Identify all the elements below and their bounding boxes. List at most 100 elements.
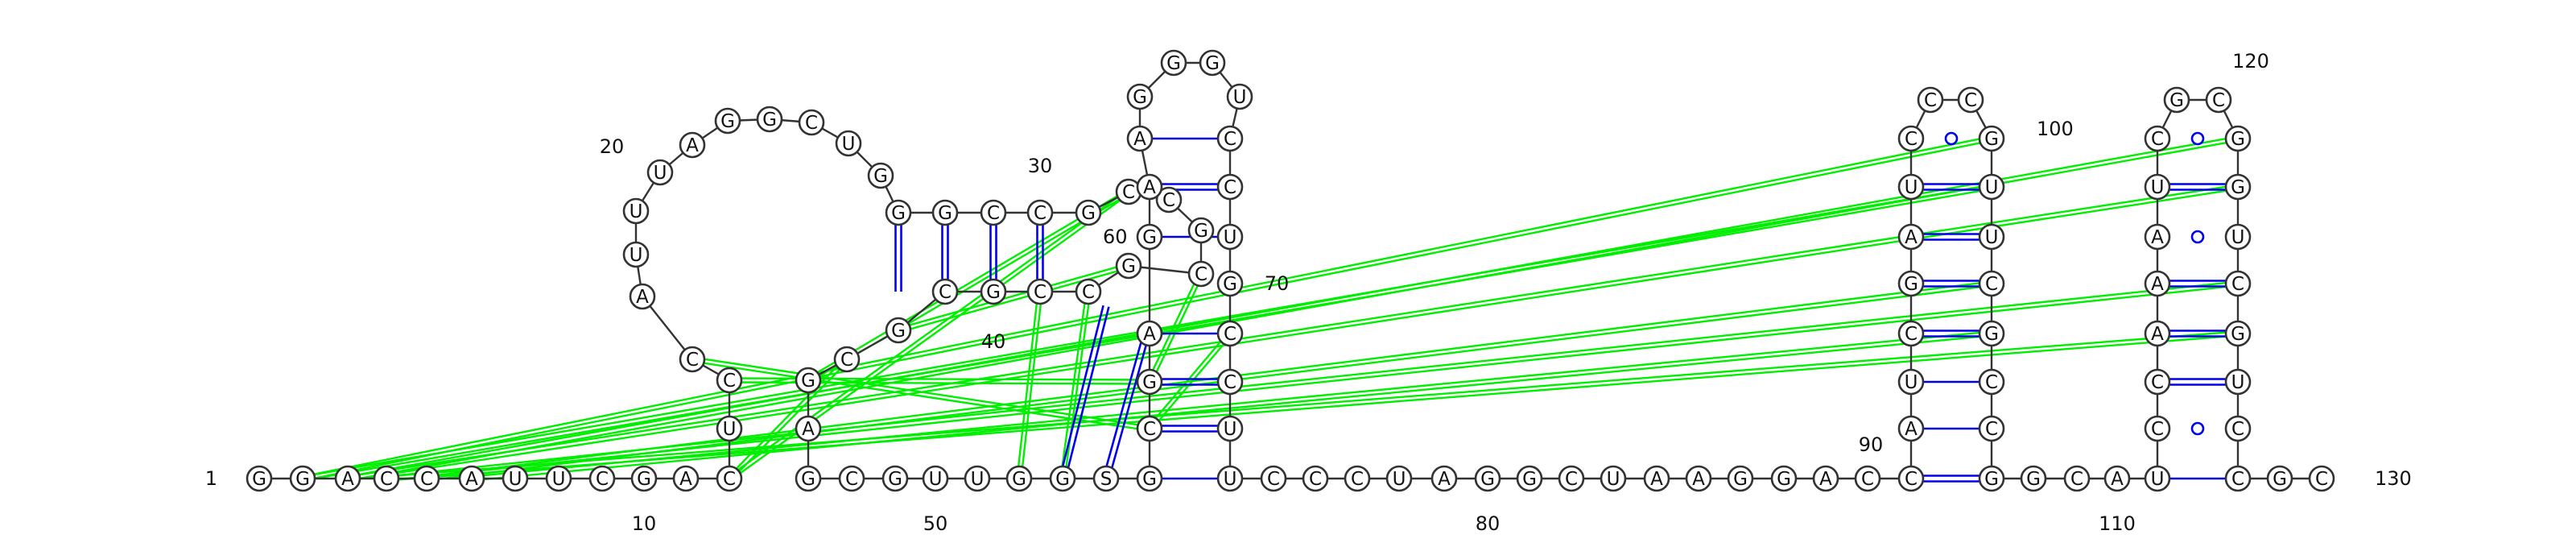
- nucleotide: C: [1075, 278, 1102, 305]
- nucleotide-letter: C: [1861, 469, 1874, 490]
- nucleotide-letter: U: [552, 469, 566, 490]
- nucleotide-circle: [980, 199, 1007, 226]
- nucleotide: G: [1978, 320, 2005, 347]
- nucleotide-letter: C: [1905, 324, 1918, 345]
- nucleotide-letter: G: [2169, 90, 2184, 111]
- nucleotide-letter: G: [1055, 469, 1070, 490]
- nucleotide-letter: G: [1012, 469, 1026, 490]
- tertiary-interaction-line: [386, 334, 2239, 482]
- nucleotide-circle: [1897, 465, 1925, 492]
- nucleotide-circle: [795, 415, 822, 442]
- nucleotide-letter: C: [1565, 469, 1578, 490]
- nucleotide-circle: [1026, 278, 1054, 305]
- tertiary-interaction-line: [472, 334, 1992, 482]
- nucleotide-circle: [1160, 49, 1187, 77]
- nucleotide-circle: [2224, 368, 2252, 396]
- nucleotide-letter: A: [2151, 274, 2164, 295]
- nucleotide-letter: C: [1162, 190, 1175, 211]
- nucleotide-letter: C: [420, 469, 433, 490]
- nucleotide: C: [2224, 465, 2252, 492]
- nucleotide: G: [1136, 368, 1163, 396]
- nucleotide-letter: G: [1121, 256, 1136, 277]
- nucleotide: G: [714, 107, 741, 135]
- nucleotide-letter: G: [938, 203, 952, 224]
- nucleotide: U: [1897, 173, 1925, 201]
- nucleotide: C: [1115, 178, 1142, 205]
- nucleotide-letter: A: [802, 419, 815, 440]
- nucleotide-letter: A: [1819, 469, 1832, 490]
- nucleotide: A: [1136, 320, 1163, 347]
- base-pair-line: [1059, 305, 1104, 479]
- nucleotide: G: [1049, 465, 1076, 492]
- nucleotide-circle: [1978, 223, 2005, 251]
- nucleotide: U: [716, 415, 743, 442]
- nucleotide-letter: C: [2231, 419, 2244, 440]
- nucleotide-circle: [588, 465, 616, 492]
- position-label: 1: [205, 467, 217, 490]
- position-label: 120: [2232, 50, 2269, 73]
- nucleotide-circle: [1226, 83, 1253, 110]
- nucleotide-circle: [1216, 125, 1244, 152]
- nucleotide: C: [1187, 260, 1215, 288]
- nucleotide: G: [1978, 125, 2005, 152]
- nucleotide-letter: G: [720, 111, 735, 132]
- nucleotide: A: [795, 415, 822, 442]
- nucleotide-letter: G: [1480, 469, 1495, 490]
- nucleotide-circle: [1302, 465, 1329, 492]
- nucleotide-letter: C: [1985, 419, 1998, 440]
- wobble-pair-marker: [2190, 230, 2205, 244]
- nucleotide-letter: C: [1309, 469, 1322, 490]
- nucleotide-letter: C: [1224, 324, 1236, 345]
- nucleotide: C: [2224, 415, 2252, 442]
- nucleotide: U: [835, 130, 862, 157]
- nucleotide: G: [885, 199, 912, 226]
- nucleotide-circle: [1136, 465, 1163, 492]
- nucleotide-circle: [334, 465, 361, 492]
- nucleotide-circle: [1897, 125, 1925, 152]
- nucleotide: C: [980, 199, 1007, 226]
- nucleotide-letter: A: [465, 469, 478, 490]
- nucleotide: C: [1136, 415, 1163, 442]
- nucleotide-circle: [1770, 465, 1798, 492]
- base-pair-line: [1108, 322, 1154, 480]
- nucleotide-letter: G: [1142, 469, 1157, 490]
- nucleotide-circle: [2144, 415, 2171, 442]
- nucleotide: G: [2224, 320, 2252, 347]
- nucleotide-circle: [1187, 260, 1215, 288]
- nucleotide-letter: G: [1194, 221, 1208, 242]
- nucleotide-letter: G: [762, 110, 777, 131]
- tertiary-interaction-line: [347, 135, 2238, 478]
- nucleotide-letter: C: [1224, 129, 1236, 150]
- nucleotide: C: [2205, 86, 2232, 114]
- nucleotide-letter: C: [1224, 177, 1236, 198]
- nucleotide-circle: [798, 109, 825, 136]
- nucleotide-circle: [672, 465, 700, 492]
- nucleotide-circle: [413, 465, 440, 492]
- nucleotide: U: [1385, 465, 1413, 492]
- tertiary-interaction-line: [807, 189, 1129, 379]
- nucleotide-circle: [1558, 465, 1585, 492]
- nucleotide: U: [1978, 223, 2005, 251]
- nucleotide-letter: C: [596, 469, 609, 490]
- nucleotide: A: [1643, 465, 1670, 492]
- nucleotide-letter: C: [1905, 129, 1918, 150]
- position-label: 40: [981, 330, 1006, 353]
- nucleotide: C: [1897, 125, 1925, 152]
- nucleotide: C: [2144, 125, 2171, 152]
- nucleotide-letter: U: [1985, 227, 1999, 248]
- nucleotide-circle: [1978, 270, 2005, 297]
- nucleotide: C: [413, 465, 440, 492]
- nucleotide: C: [833, 346, 861, 373]
- nucleotide-circle: [1854, 465, 1881, 492]
- wobble-pair-marker: [2190, 131, 2205, 146]
- tertiary-interaction-line: [898, 263, 1129, 330]
- nucleotide: G: [1005, 465, 1033, 492]
- nucleotide-circle: [646, 159, 674, 186]
- nucleotide: G: [1216, 270, 1244, 297]
- nucleotide-circle: [1005, 465, 1033, 492]
- nucleotide: C: [716, 367, 743, 394]
- tertiary-interaction-line: [1150, 334, 1232, 431]
- nucleotide: C: [1978, 415, 2005, 442]
- nucleotide-circle: [1897, 223, 1925, 251]
- nucleotide-circle: [1092, 465, 1120, 492]
